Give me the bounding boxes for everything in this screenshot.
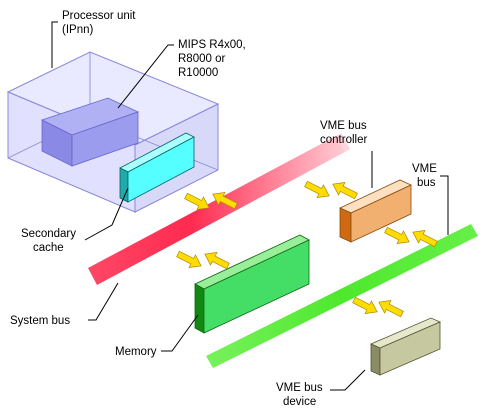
leader-vme-bus: [440, 175, 449, 235]
leader-memory: [161, 314, 199, 352]
label-vme-device-1: VME bus: [276, 382, 323, 394]
memory-bus-arrows: [174, 247, 232, 273]
leader-mips: [117, 44, 174, 109]
vme-bus-device: [370, 317, 441, 376]
label-vme-bus-2: bus: [417, 177, 436, 189]
leader-system-bus: [88, 282, 119, 321]
vme-bus-controller: [339, 179, 412, 243]
label-processor-ipnn: (IPnn): [62, 24, 93, 36]
system-bus: [88, 133, 350, 285]
label-mips-1: MIPS R4x00,: [178, 39, 246, 51]
label-vme-controller-1: VME bus: [320, 120, 367, 132]
label-processor-unit: Processor unit: [62, 10, 136, 22]
leader-lines: [51, 21, 449, 391]
leader-vme-device: [330, 369, 366, 391]
label-vme-controller-2: controller: [320, 134, 367, 146]
label-memory: Memory: [115, 346, 157, 358]
label-secondary-cache-2: cache: [33, 242, 64, 254]
label-mips-3: R10000: [178, 67, 218, 79]
mips-processor-chip: [40, 97, 140, 167]
vme-bus: [206, 224, 478, 368]
label-mips-2: R8000 or: [178, 53, 225, 65]
device-vme-bus-arrows: [350, 293, 406, 321]
secondary-cache: [119, 132, 195, 203]
label-vme-device-2: device: [283, 396, 316, 408]
label-secondary-cache-1: Secondary: [21, 228, 76, 240]
leader-secondary-cache: [84, 187, 129, 241]
leader-processor: [51, 21, 58, 68]
label-system-bus: System bus: [10, 315, 70, 327]
label-vme-bus-1: VME: [412, 163, 437, 175]
memory-module: [194, 234, 310, 334]
controller-system-bus-arrows: [302, 177, 360, 203]
